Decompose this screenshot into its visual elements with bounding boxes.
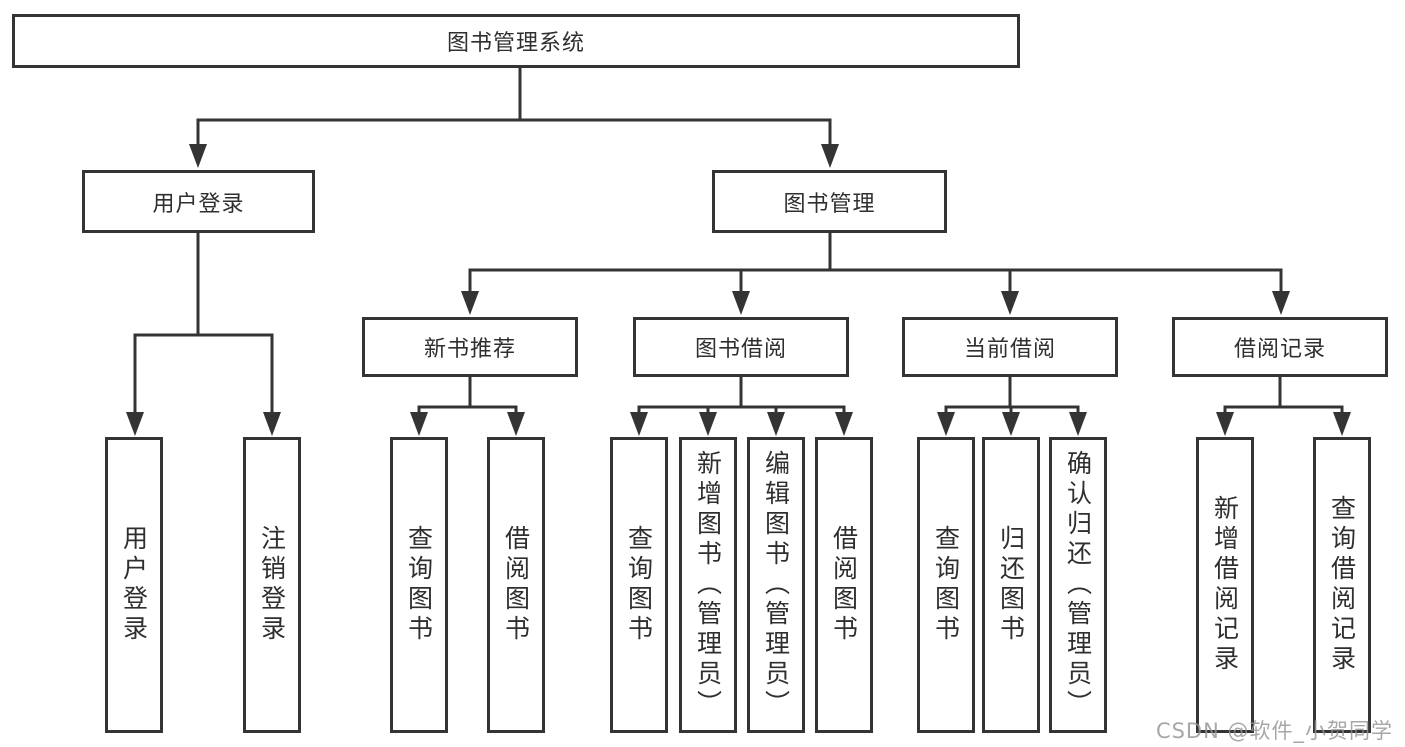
leaf-label: 查询图书 xyxy=(404,525,434,645)
leaf-cb-return-books: 归还图书 xyxy=(982,437,1040,733)
node-borrow-records: 借阅记录 xyxy=(1172,317,1388,377)
node-user-login: 用户登录 xyxy=(82,170,315,233)
leaf-nbr-borrow-books: 借阅图书 xyxy=(487,437,545,733)
leaf-bb-query-books: 查询图书 xyxy=(610,437,668,733)
leaf-br-query-record: 查询借阅记录 xyxy=(1313,437,1371,733)
leaf-label: 编辑图书（管理员） xyxy=(761,450,791,720)
leaf-label: 查询图书 xyxy=(624,525,654,645)
node-current-borrow: 当前借阅 xyxy=(902,317,1118,377)
leaf-bb-add-books-admin: 新增图书（管理员） xyxy=(679,437,737,733)
node-book-borrow: 图书借阅 xyxy=(633,317,849,377)
leaf-cb-query-books: 查询图书 xyxy=(917,437,975,733)
node-new-book-recommend: 新书推荐 xyxy=(362,317,578,377)
leaf-label: 注销登录 xyxy=(257,525,287,645)
leaf-cb-confirm-return-admin: 确认归还（管理员） xyxy=(1049,437,1107,733)
node-root-library-system: 图书管理系统 xyxy=(12,14,1020,68)
leaf-user-login: 用户登录 xyxy=(105,437,163,733)
leaf-label: 确认归还（管理员） xyxy=(1063,450,1093,720)
node-book-management: 图书管理 xyxy=(712,170,947,233)
leaf-label: 借阅图书 xyxy=(501,525,531,645)
leaf-label: 查询图书 xyxy=(931,525,961,645)
csdn-watermark: CSDN @软件_小贺同学 xyxy=(1155,719,1393,743)
leaf-logout: 注销登录 xyxy=(243,437,301,733)
arrowheads xyxy=(126,144,1351,436)
leaf-br-add-record: 新增借阅记录 xyxy=(1196,437,1254,733)
leaf-label: 新增借阅记录 xyxy=(1210,495,1240,675)
leaf-nbr-query-books: 查询图书 xyxy=(390,437,448,733)
leaf-label: 借阅图书 xyxy=(829,525,859,645)
leaf-bb-edit-books-admin: 编辑图书（管理员） xyxy=(747,437,805,733)
leaf-label: 新增图书（管理员） xyxy=(693,450,723,720)
leaf-label: 用户登录 xyxy=(119,525,149,645)
leaf-bb-borrow-books: 借阅图书 xyxy=(815,437,873,733)
leaf-label: 查询借阅记录 xyxy=(1327,495,1357,675)
leaf-label: 归还图书 xyxy=(996,525,1026,645)
